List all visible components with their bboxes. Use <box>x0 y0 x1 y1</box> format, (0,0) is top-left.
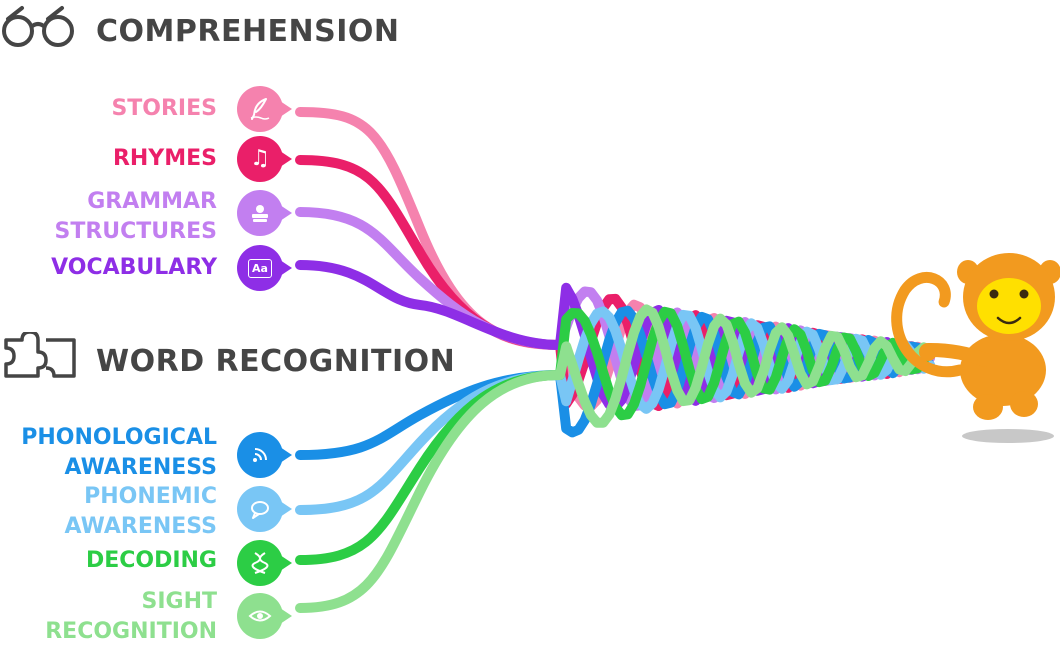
skill-label-rhymes: RHYMES <box>112 146 217 171</box>
dna-icon <box>237 540 292 586</box>
comprehension-title: COMPREHENSION <box>96 14 400 49</box>
skill-label-line: GRAMMAR <box>87 189 217 214</box>
skill-label-vocabulary: VOCABULARY <box>51 255 217 280</box>
skill-label-sight-recognition: SIGHT RECOGNITION <box>45 587 217 647</box>
skill-label-line: PHONOLOGICAL <box>21 425 217 450</box>
monkey-shadow <box>962 429 1054 443</box>
skill-label-line: RECOGNITION <box>45 619 217 644</box>
dictionary-icon: Aa <box>237 245 292 291</box>
monkey-hand <box>919 343 937 361</box>
monkey-tail <box>891 272 966 378</box>
strand-decoding <box>295 306 935 565</box>
monkey-smile <box>996 316 1022 325</box>
skill-label-phonological-awareness: PHONOLOGICAL AWARENESS <box>21 423 217 483</box>
eye-icon <box>237 593 292 639</box>
feather-icon <box>237 86 292 132</box>
monkey-right-leg <box>1010 391 1038 417</box>
monkey-arm <box>923 343 992 367</box>
skill-label-phonemic-awareness: PHONEMIC AWARENESS <box>65 482 217 542</box>
sound-waves-icon <box>237 432 292 478</box>
monkey-mascot <box>891 253 1060 443</box>
speech-bubble-icon <box>237 486 292 532</box>
puzzle-icon <box>4 332 76 378</box>
strand-sight-recognition <box>295 304 935 613</box>
skill-label-decoding: DECODING <box>85 548 217 573</box>
glasses-icon <box>2 6 74 47</box>
skill-label-line: AWARENESS <box>64 455 217 480</box>
strand-phonemic-awareness <box>295 306 935 515</box>
skill-label-line: AWARENESS <box>64 514 217 539</box>
skill-label-line: SIGHT <box>141 589 217 614</box>
skill-label-line: STRUCTURES <box>54 219 218 244</box>
skill-label-line: PHONEMIC <box>84 484 217 509</box>
skill-label-stories: STORIES <box>111 96 217 121</box>
monkey-eye-right <box>1019 289 1029 299</box>
braided-strands <box>295 107 935 613</box>
skill-label-grammar-structures: GRAMMAR STRUCTURES <box>55 187 218 247</box>
monkey-left-leg <box>973 394 1003 420</box>
music-note-icon: ♫ <box>237 136 292 182</box>
books-icon <box>237 190 292 236</box>
monkey-eye-left <box>989 289 999 299</box>
monkey-face <box>977 278 1041 334</box>
word-recognition-title: WORD RECOGNITION <box>96 344 456 379</box>
